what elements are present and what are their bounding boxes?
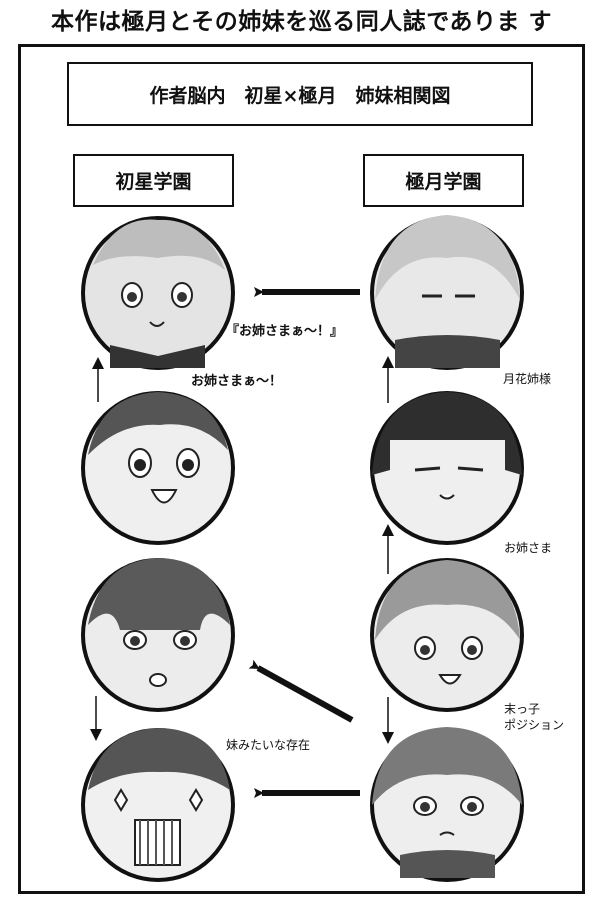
portrait-gokugetsu-3 (370, 558, 524, 712)
label-sueko: 末っ子 (504, 702, 541, 716)
portrait-hatsuhoshi-1 (81, 216, 235, 370)
portrait-gokugetsu-2 (370, 391, 524, 545)
page-header: 本作は極月とその姉妹を巡る同人誌でありま す (50, 9, 553, 35)
portrait-hatsuhoshi-3 (81, 558, 235, 712)
diagram-title: 作者脳内 初星×極月 姉妹相関図 (67, 62, 533, 126)
portrait-hatsuhoshi-4 (81, 728, 235, 882)
arrow-gokugetsu3-to-hatsuhoshi3 (248, 659, 354, 723)
portrait-hatsuhoshi-2 (81, 391, 235, 545)
school-label-hatsuhoshi: 初星学園 (73, 154, 234, 207)
label-quote-onesama: 『お姉さまぁ～！』 (226, 324, 344, 339)
portrait-gokugetsu-1 (370, 215, 524, 370)
label-onesama: お姉さま (504, 541, 553, 555)
label-position: ポジション (504, 718, 565, 732)
diagram-frame (18, 44, 585, 894)
label-gekka-ane: 月花姉様 (503, 372, 552, 386)
label-onesama-shout: お姉さまぁ～！ (191, 374, 283, 389)
portrait-gokugetsu-4 (370, 727, 524, 882)
label-imouto-like: 妹みたいな存在 (226, 738, 311, 752)
school-label-gokugetsu: 極月学園 (363, 154, 524, 207)
